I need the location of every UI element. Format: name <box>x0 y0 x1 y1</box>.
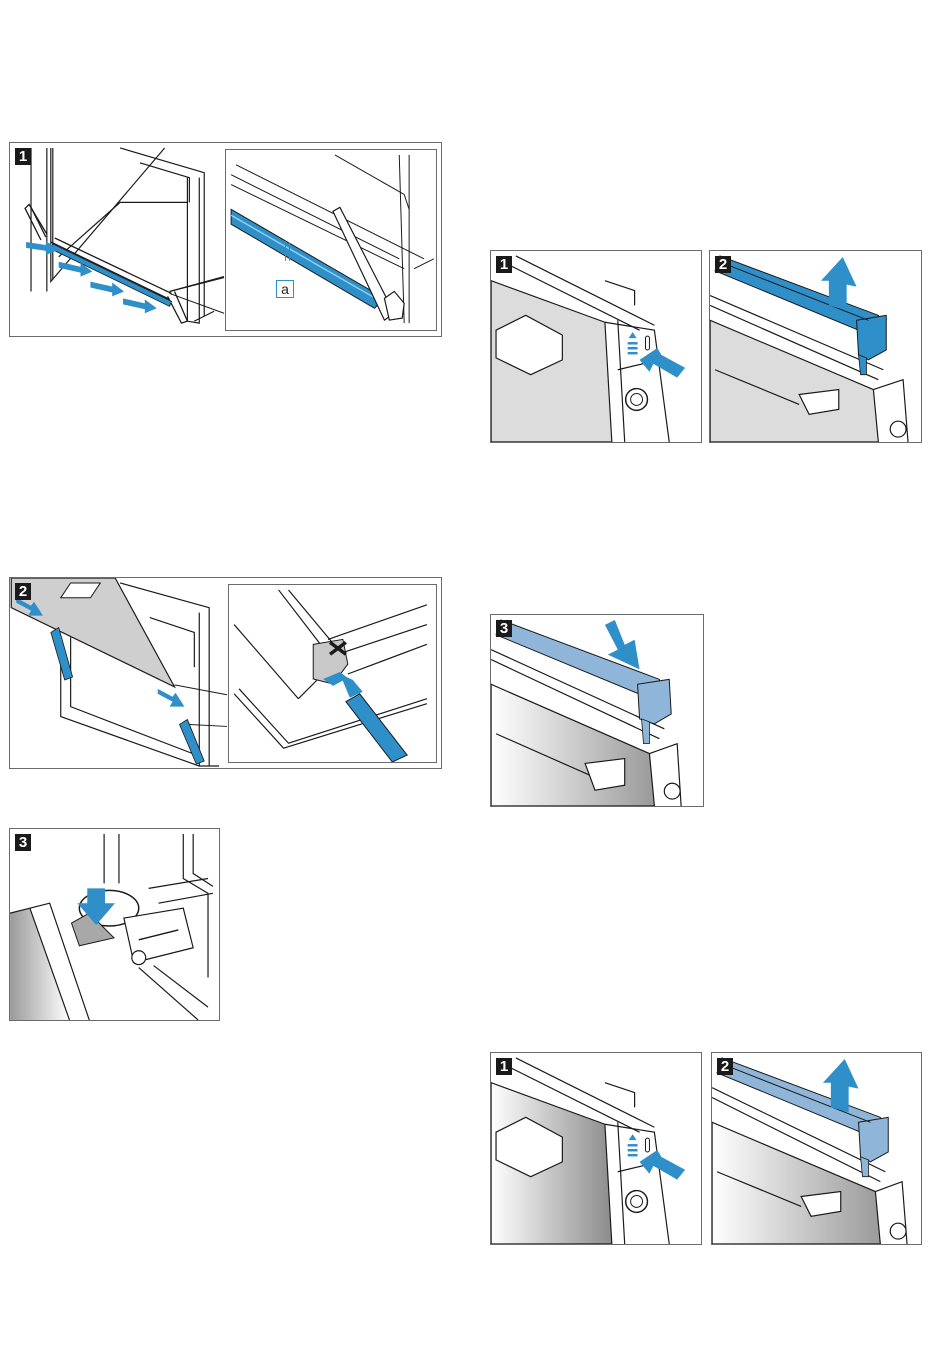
figure-cover-refit: 3 <box>490 614 704 807</box>
down-arrow-icon <box>77 888 115 925</box>
push-arrow-icon <box>639 347 686 378</box>
figure-hinge-lock: 2 <box>9 577 442 769</box>
inset-seal-detail: a <box>225 149 437 331</box>
oven-door-seal-illustration <box>24 147 225 324</box>
hinge-lever-illustration <box>10 833 214 1020</box>
step-badge: 2 <box>15 583 31 600</box>
release-point-illustration-b <box>491 1057 686 1244</box>
step-badge: 1 <box>15 148 31 165</box>
figure-hinge-lever: 3 <box>9 828 220 1021</box>
door-seal <box>50 243 173 307</box>
cover-lift-illustration-b <box>712 1057 908 1244</box>
down-arrows <box>16 597 185 707</box>
figure-cover-lift-b: 2 <box>711 1052 922 1245</box>
figure-cover-lift-a: 2 <box>709 250 922 443</box>
step-badge: 2 <box>715 256 731 273</box>
step-badge: 1 <box>496 1058 512 1075</box>
figure-seal-removal: 1 <box>9 142 442 337</box>
up-arrow-icon <box>822 1058 859 1113</box>
cover-refit-illustration <box>491 619 682 806</box>
step-badge: 1 <box>496 256 512 273</box>
release-point-illustration <box>491 255 686 442</box>
down-arrow-icon <box>604 619 640 670</box>
inset-hinge-detail <box>228 584 437 763</box>
figure-cover-release-b: 1 <box>490 1052 702 1245</box>
x-mark-icon <box>328 640 347 656</box>
release-marker-icon <box>627 1134 638 1157</box>
door-lowering-illustration <box>10 578 228 767</box>
release-marker-icon <box>627 332 638 355</box>
seal-detail-illustration <box>230 154 435 324</box>
cover-lift-illustration <box>710 255 909 442</box>
callout-a: a <box>276 280 294 298</box>
step-badge: 2 <box>717 1058 733 1075</box>
push-arrows <box>26 240 157 314</box>
push-arrow-icon <box>639 1149 686 1180</box>
up-arrow-icon <box>820 256 857 311</box>
step-badge: 3 <box>496 620 512 637</box>
figure-cover-release-a: 1 <box>490 250 702 443</box>
step-badge: 3 <box>15 834 31 851</box>
hinge-clip-illustration <box>233 589 428 762</box>
